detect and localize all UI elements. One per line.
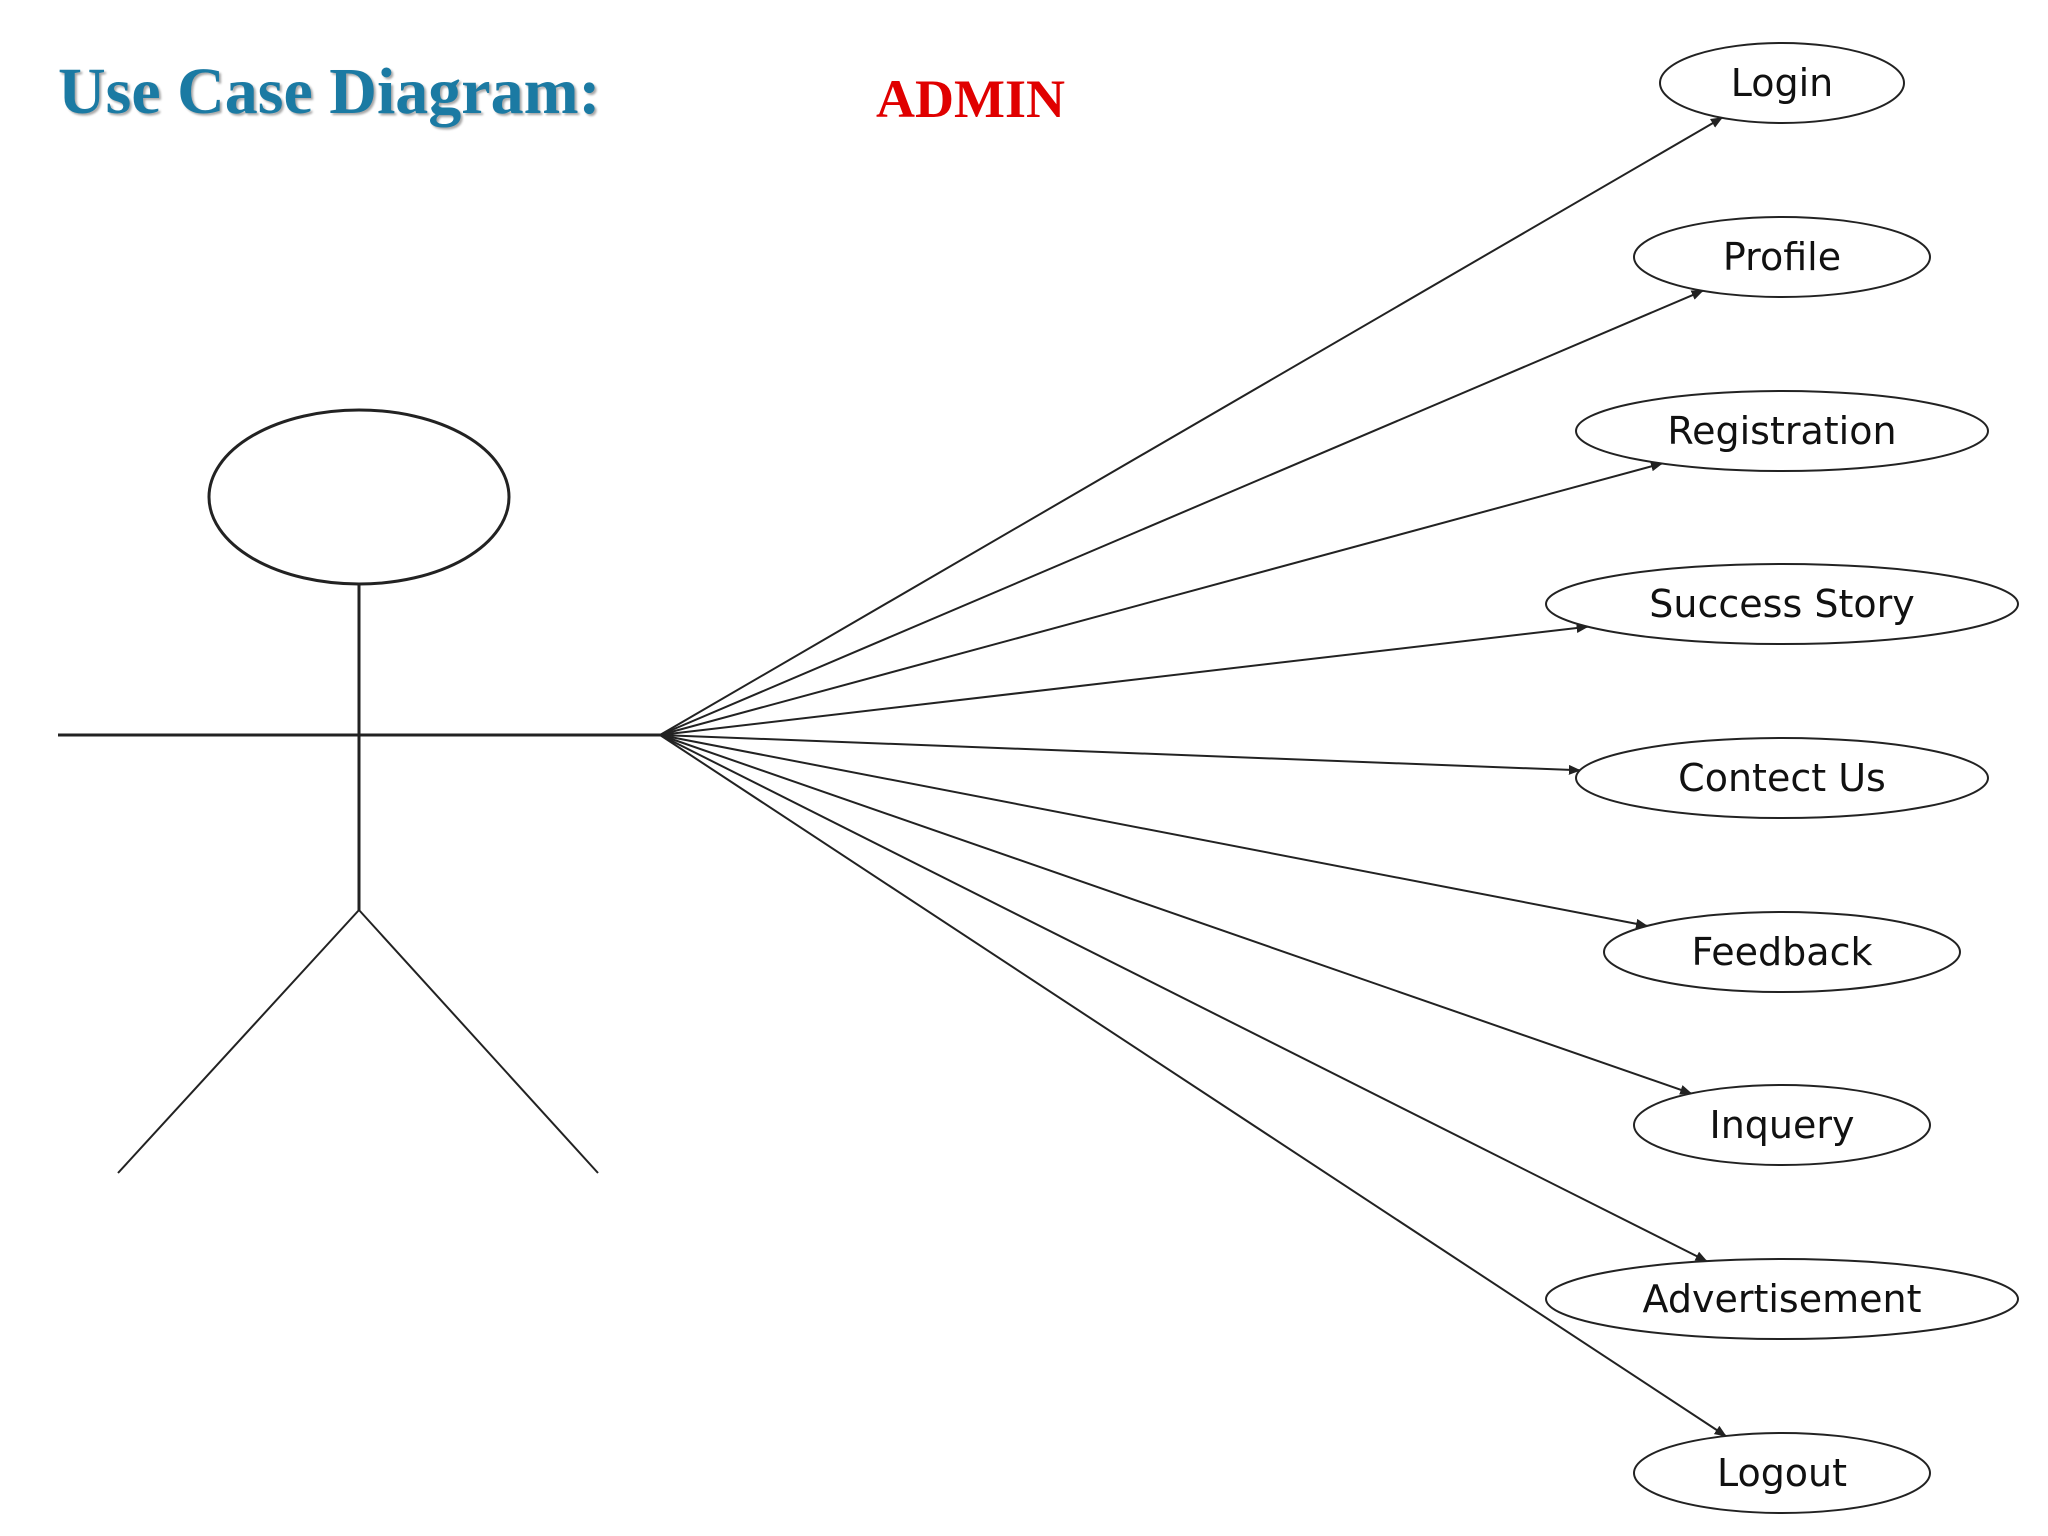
- actor-head: [207, 408, 511, 586]
- use-case-ellipse: [1659, 42, 1905, 124]
- association-arrow-success-story: [659, 623, 1589, 736]
- use-case-ellipse: [1575, 390, 1989, 472]
- use-case-profile: Profile: [1633, 216, 1931, 298]
- association-arrow-logout: [659, 734, 1727, 1437]
- actor-left-leg: [117, 909, 360, 1174]
- association-arrow-profile: [659, 289, 1704, 736]
- use-case-label: Profile: [1723, 235, 1841, 279]
- use-case-registration: Registration: [1575, 390, 1989, 472]
- association-arrows: [659, 116, 1727, 1437]
- use-case-label: Logout: [1717, 1451, 1847, 1495]
- association-arrow-feedback: [659, 734, 1649, 929]
- use-case-success-story: Success Story: [1545, 563, 2019, 645]
- use-case-ellipse: [1633, 216, 1931, 298]
- association-arrow-login: [659, 116, 1723, 736]
- use-case-label: Feedback: [1692, 930, 1873, 974]
- use-case-ellipse: [1545, 1258, 2019, 1340]
- use-case-advertisement: Advertisement: [1545, 1258, 2019, 1340]
- use-case-feedback: Feedback: [1603, 911, 1961, 993]
- use-case-ellipse: [1575, 737, 1989, 819]
- association-arrow-registration: [659, 461, 1663, 736]
- use-case-label: Login: [1731, 61, 1834, 105]
- use-case-label: Contect Us: [1678, 756, 1886, 800]
- actor-right-leg: [358, 909, 599, 1174]
- use-case-label: Advertisement: [1643, 1277, 1922, 1321]
- actor-stick-figure: [58, 408, 662, 1174]
- use-case-ellipse: [1633, 1432, 1931, 1514]
- use-case-inquery: Inquery: [1633, 1084, 1931, 1166]
- use-case-label: Inquery: [1710, 1103, 1855, 1147]
- actor-name-label: ADMIN: [876, 69, 1065, 129]
- association-arrow-contect-us: [659, 734, 1581, 775]
- association-arrow-advertisement: [659, 734, 1708, 1262]
- association-arrow-inquery: [659, 734, 1693, 1095]
- use-case-logout: Logout: [1633, 1432, 1931, 1514]
- use-case-label: Registration: [1667, 409, 1896, 453]
- page-title: Use Case Diagram:: [58, 55, 601, 128]
- use-case-login: Login: [1659, 42, 1905, 124]
- use-case-ellipse: [1603, 911, 1961, 993]
- use-case-label: Success Story: [1649, 582, 1914, 626]
- use-case-contect-us: Contect Us: [1575, 737, 1989, 819]
- use-case-ellipse: [1633, 1084, 1931, 1166]
- use-case-ellipse: [1545, 563, 2019, 645]
